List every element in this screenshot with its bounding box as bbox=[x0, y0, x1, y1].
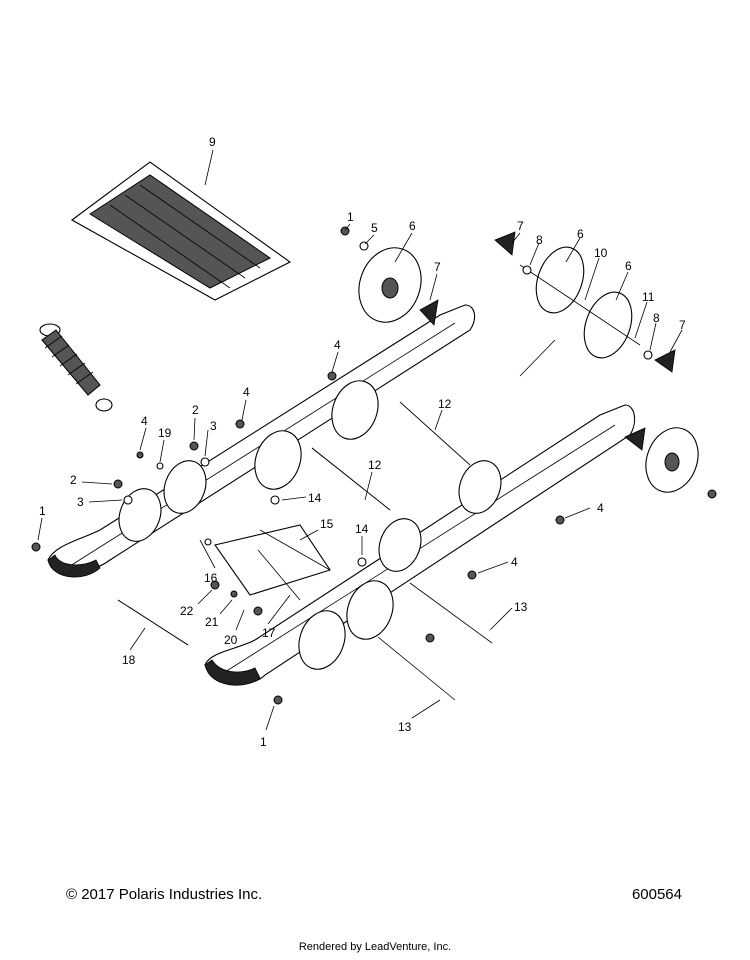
shafts bbox=[117, 401, 493, 701]
callout-2: 2 bbox=[192, 403, 199, 417]
callout-1: 1 bbox=[39, 504, 46, 518]
callout-16: 16 bbox=[204, 571, 218, 585]
callout-6: 6 bbox=[577, 227, 584, 241]
callout-4: 4 bbox=[597, 501, 604, 515]
callout-2: 2 bbox=[70, 473, 77, 487]
drawing-number: 600564 bbox=[631, 886, 682, 903]
callout-20: 20 bbox=[224, 633, 238, 647]
callout-19: 19 bbox=[158, 426, 172, 440]
callout-6: 6 bbox=[409, 219, 416, 233]
callout-18: 18 bbox=[122, 653, 136, 667]
callout-13: 13 bbox=[398, 720, 412, 734]
copyright-notice: © 2017 Polaris Industries Inc. bbox=[66, 886, 263, 903]
callout-8: 8 bbox=[536, 233, 543, 247]
callout-6: 6 bbox=[625, 259, 632, 273]
callout-4: 4 bbox=[511, 555, 518, 569]
callout-1: 1 bbox=[260, 735, 267, 749]
callout-15: 15 bbox=[320, 517, 334, 531]
callout-14: 14 bbox=[308, 491, 322, 505]
callout-labels: 9 1 5 6 7 7 8 6 10 6 11 8 7 4 4 2 4 3 19… bbox=[39, 135, 686, 749]
callout-4: 4 bbox=[141, 414, 148, 428]
callout-14: 14 bbox=[355, 522, 369, 536]
callout-21: 21 bbox=[205, 615, 219, 629]
callout-12: 12 bbox=[368, 458, 382, 472]
callout-7: 7 bbox=[517, 219, 524, 233]
callout-12: 12 bbox=[438, 397, 452, 411]
track-section bbox=[70, 161, 292, 301]
idler-wheels bbox=[118, 246, 699, 670]
callout-1: 1 bbox=[347, 210, 354, 224]
callout-11: 11 bbox=[642, 290, 655, 304]
torque-arm bbox=[214, 524, 331, 601]
callout-13: 13 bbox=[514, 600, 528, 614]
callout-5: 5 bbox=[371, 221, 378, 235]
shock-absorber bbox=[39, 323, 113, 412]
callout-3: 3 bbox=[210, 419, 217, 433]
rear-suspension-exploded-diagram: 9 1 5 6 7 7 8 6 10 6 11 8 7 4 4 2 4 3 19… bbox=[31, 135, 717, 749]
rendered-by-credit: Rendered by LeadVenture, Inc. bbox=[298, 941, 452, 953]
callout-7: 7 bbox=[679, 318, 686, 332]
callout-4: 4 bbox=[243, 385, 250, 399]
callout-7: 7 bbox=[434, 260, 441, 274]
callout-22: 22 bbox=[180, 604, 194, 618]
leader-lines bbox=[37, 149, 683, 731]
callout-9: 9 bbox=[209, 135, 216, 149]
callout-4: 4 bbox=[334, 338, 341, 352]
callout-8: 8 bbox=[653, 311, 660, 325]
callout-17: 17 bbox=[262, 626, 276, 640]
callout-3: 3 bbox=[77, 495, 84, 509]
callout-10: 10 bbox=[594, 246, 608, 260]
